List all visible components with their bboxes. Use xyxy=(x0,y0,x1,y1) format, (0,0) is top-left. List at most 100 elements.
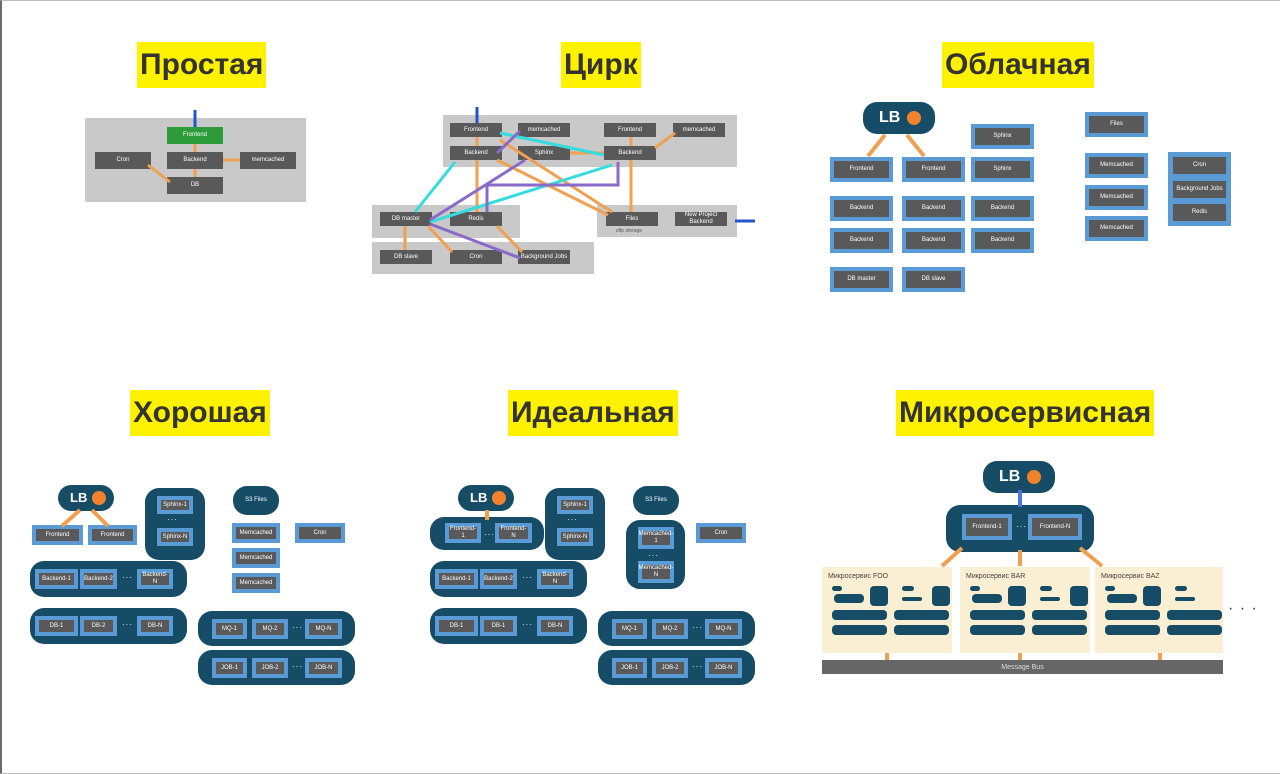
server-node: Sphinx-N xyxy=(157,528,193,546)
server-node-label: Backend xyxy=(975,232,1030,249)
server-node: Cron xyxy=(696,523,746,543)
server-node: Files xyxy=(1085,112,1148,137)
server-node-label: MQ-2 xyxy=(256,623,284,635)
server-node: Frontend xyxy=(88,525,137,545)
balancer-icon xyxy=(907,111,921,125)
server-node: Cron xyxy=(295,523,345,543)
message-bus: Message Bus xyxy=(822,660,1223,674)
ellipsis: ··· xyxy=(567,515,578,524)
server-node-label: Backend xyxy=(975,200,1030,217)
server-node-label: Memcached xyxy=(236,552,276,564)
server-node: DB xyxy=(167,177,223,194)
server-node: Frontend-N xyxy=(1028,514,1082,540)
server-node-label: Frontend xyxy=(92,529,133,541)
ellipsis: ··· xyxy=(692,662,703,671)
server-node-label: Memcached-N xyxy=(638,565,674,579)
server-node: memcached xyxy=(240,152,296,169)
balancer-icon xyxy=(92,491,106,505)
mini-cloud-icon xyxy=(894,625,949,635)
server-node: JOB-N xyxy=(305,658,342,678)
microservice-title: Микросервис BAZ xyxy=(1101,573,1160,580)
server-node: Backend-N xyxy=(137,569,173,589)
server-node-label: Memcached xyxy=(1089,189,1144,206)
server-node: DB-N xyxy=(537,616,573,636)
server-node: Background Jobs xyxy=(518,250,570,264)
server-node-label: Files xyxy=(1089,116,1144,133)
server-node-label: JOB-N xyxy=(309,662,338,674)
section-title: Простая xyxy=(137,42,267,88)
server-node: Redis xyxy=(1173,204,1226,221)
server-node-label: Cron xyxy=(299,527,341,539)
server-node: Backend xyxy=(902,228,965,253)
ellipsis: ··· xyxy=(292,662,303,671)
server-node-label: Backend-1 xyxy=(439,573,474,585)
mini-cloud-icon xyxy=(1040,586,1052,591)
server-node: MQ-1 xyxy=(612,619,647,639)
server-node-label: Frontend-N xyxy=(499,526,528,539)
server-node: Sphinx-N xyxy=(557,528,593,546)
mini-cloud-icon xyxy=(1175,597,1195,601)
server-node: Backend-1 xyxy=(35,569,78,589)
server-node-label: Frontend-1 xyxy=(449,526,477,539)
server-node: Backend xyxy=(830,196,893,221)
mini-cloud-icon xyxy=(1167,625,1222,635)
ellipsis: ··· xyxy=(122,620,133,629)
server-node: Backend-2 xyxy=(80,569,117,589)
server-node: JOB-1 xyxy=(212,658,247,678)
server-node-label: DB-N xyxy=(541,620,569,632)
mini-cloud-icon xyxy=(1167,610,1222,620)
server-node: MQ-1 xyxy=(212,619,247,639)
ellipsis: ··· xyxy=(122,573,133,582)
mini-cloud-icon xyxy=(834,594,864,603)
microservice-title: Микросервис FOO xyxy=(828,573,889,580)
ellipsis: ··· xyxy=(692,623,703,632)
ellipsis: ··· xyxy=(522,573,533,582)
server-node: JOB-2 xyxy=(252,658,288,678)
server-node: Sphinx-1 xyxy=(157,496,193,514)
server-node-label: MQ-N xyxy=(309,623,338,635)
server-node: Memcached xyxy=(232,523,280,543)
mini-cloud-icon xyxy=(1040,597,1060,601)
server-node: DB-1 xyxy=(435,616,478,636)
server-node-label: MQ-2 xyxy=(656,623,684,635)
mini-cloud-icon xyxy=(832,625,887,635)
mini-cloud-icon xyxy=(1032,610,1087,620)
server-node-label: Frontend xyxy=(834,161,889,178)
server-node: Backend xyxy=(971,196,1034,221)
server-node-label: Sphinx-1 xyxy=(561,500,589,510)
server-node-label: DB slave xyxy=(906,271,961,288)
server-node: DB-2 xyxy=(80,616,117,636)
files-caption: sftp storage xyxy=(616,228,643,234)
server-node-label: Sphinx-N xyxy=(561,532,589,542)
server-node: Sphinx xyxy=(971,157,1034,182)
server-node-label: DB-N xyxy=(141,620,169,632)
server-node-label: DB-1 xyxy=(484,620,513,632)
server-node-label: Backend-1 xyxy=(39,573,74,585)
server-node: Backend xyxy=(604,146,656,160)
server-node: Sphinx-1 xyxy=(557,496,593,514)
server-node: memcached xyxy=(518,123,570,137)
server-node: Backend xyxy=(971,228,1034,253)
cloud-group xyxy=(235,488,277,513)
server-node: Frontend xyxy=(450,123,502,137)
lb-label: LB xyxy=(999,468,1021,485)
server-node: MQ-2 xyxy=(652,619,688,639)
ellipsis: ··· xyxy=(167,515,178,524)
mini-cloud-icon xyxy=(970,586,980,591)
server-node: DB master xyxy=(830,267,893,292)
ellipsis: ··· xyxy=(522,620,533,629)
server-node: JOB-1 xyxy=(612,658,647,678)
server-node: Memcached xyxy=(1085,153,1148,178)
server-node-label: DB master xyxy=(834,271,889,288)
server-node-label: MQ-1 xyxy=(616,623,643,635)
server-node: Backend-2 xyxy=(480,569,517,589)
server-node-label: Frontend-N xyxy=(1032,518,1078,536)
server-node: Backend xyxy=(450,146,502,160)
mini-cloud-icon xyxy=(1143,586,1161,606)
server-node-label: Backend xyxy=(834,232,889,249)
mini-cloud-icon xyxy=(1107,594,1137,603)
server-node-label: Sphinx xyxy=(975,128,1030,145)
server-node: Backend-1 xyxy=(435,569,478,589)
server-node-label: JOB-N xyxy=(709,662,738,674)
server-node: MQ-N xyxy=(305,619,342,639)
